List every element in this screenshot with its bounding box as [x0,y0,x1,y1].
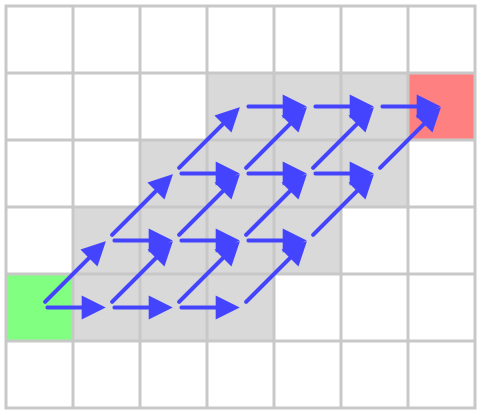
empty-cell [339,339,410,410]
move-arrow [244,174,307,237]
move-arrow [311,107,374,170]
move-arrow [378,107,441,170]
move-arrow [244,241,307,304]
empty-cell [71,339,142,410]
empty-cell [406,205,477,276]
move-arrow [177,174,240,237]
empty-cell [339,272,410,343]
empty-cell [4,138,75,209]
empty-cell [138,71,209,142]
move-arrow [177,107,240,170]
empty-cell [71,71,142,142]
move-arrow [110,174,173,237]
empty-cell [205,4,276,75]
empty-cell [4,71,75,142]
move-arrow [43,241,106,304]
move-arrow [311,174,374,237]
empty-cell [138,339,209,410]
move-arrows [43,94,441,320]
empty-cell [71,138,142,209]
move-arrow [244,107,307,170]
empty-cell [406,339,477,410]
empty-cell [272,272,343,343]
move-arrow [110,241,173,304]
grid-cells [4,4,477,410]
empty-cell [205,339,276,410]
grid-border [4,4,477,410]
empty-cell [4,205,75,276]
empty-cell [406,4,477,75]
empty-cell [4,4,75,75]
move-arrow [177,241,240,304]
empty-cell [138,4,209,75]
empty-cell [272,339,343,410]
empty-cell [406,138,477,209]
empty-cell [339,205,410,276]
empty-cell [339,4,410,75]
empty-cell [4,339,75,410]
empty-cell [71,4,142,75]
empty-cell [272,4,343,75]
empty-cell [406,272,477,343]
